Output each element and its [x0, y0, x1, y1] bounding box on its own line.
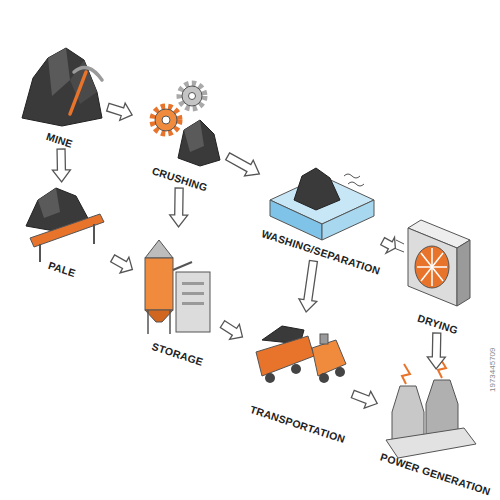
- tank-side: [322, 200, 374, 240]
- gear-body: [182, 86, 202, 106]
- flow-arrow: [107, 103, 132, 120]
- step-label: WASHING/SEPARATION: [260, 227, 382, 277]
- flow-arrow: [52, 149, 70, 182]
- silo-leg: [147, 310, 149, 334]
- locomotive: [312, 340, 346, 376]
- coal-pile: [22, 48, 102, 126]
- wheel: [265, 373, 275, 383]
- coal-lump: [178, 120, 220, 166]
- motion-line: [394, 248, 404, 252]
- gear-body: [155, 109, 177, 131]
- coal-wagon: [256, 336, 314, 376]
- coal-pile: [294, 168, 340, 210]
- coal-facet: [184, 120, 204, 152]
- conveyor-leg: [93, 224, 95, 244]
- wheel: [335, 367, 345, 377]
- flow-arrow: [220, 321, 242, 340]
- building-stripe: [182, 282, 204, 285]
- chute: [173, 262, 192, 270]
- silo-body: [145, 258, 173, 310]
- gear-teeth: [180, 84, 204, 108]
- process-step: WASHING/SEPARATION: [262, 158, 380, 258]
- plant-base: [386, 428, 476, 458]
- step-label: MINE: [45, 130, 74, 150]
- watermark-number: 1973445709: [488, 348, 497, 393]
- building-stripe: [182, 302, 204, 305]
- flow-arrow: [111, 255, 133, 273]
- wave-line: [348, 182, 364, 186]
- storage-building: [176, 272, 210, 332]
- flow-arrow: [299, 260, 317, 312]
- wheel: [291, 364, 301, 374]
- flow-arrow: [381, 237, 396, 253]
- wheel-spoke: [421, 253, 443, 281]
- coal-facet: [38, 188, 60, 218]
- conveyor-leg: [39, 244, 41, 262]
- process-step: PALE: [15, 185, 110, 275]
- process-step: POWER GENERATION: [380, 372, 490, 480]
- process-step: TRANSPORTATION: [245, 315, 350, 430]
- building-stripe: [182, 292, 204, 295]
- locomotive-cab: [320, 334, 328, 344]
- gear-teeth: [153, 107, 179, 133]
- motion-line: [396, 240, 404, 244]
- process-step: MINE: [15, 38, 105, 146]
- silo-roof: [145, 240, 173, 258]
- wave-line: [344, 174, 360, 178]
- wheel-spoke: [421, 253, 443, 281]
- flow-arrow: [427, 333, 445, 369]
- coal-facet: [48, 48, 70, 96]
- lightning-bolt: [402, 364, 410, 384]
- step-label: STORAGE: [150, 340, 204, 368]
- flow-arrow: [170, 188, 188, 227]
- step-label: PALE: [47, 259, 77, 279]
- gear-hub: [162, 116, 170, 124]
- flow-arrow: [226, 153, 260, 176]
- silo-leg: [169, 310, 171, 334]
- dryer-side: [457, 240, 470, 306]
- step-label: POWER GENERATION: [378, 451, 491, 498]
- silo-hopper: [145, 310, 173, 322]
- conveyor-belt: [30, 214, 104, 247]
- process-step: DRYING: [398, 212, 478, 330]
- flow-arrow: [351, 390, 377, 408]
- process-step: CRUSHING: [135, 75, 225, 185]
- lightning-bolt: [438, 358, 446, 378]
- dryer-front: [408, 228, 457, 306]
- dryer-wheel: [415, 246, 449, 288]
- pickaxe-handle: [70, 72, 86, 114]
- gear-hub: [189, 93, 196, 100]
- step-label: DRYING: [416, 312, 459, 336]
- wheel: [319, 373, 329, 383]
- pickaxe-head: [74, 68, 102, 81]
- step-label: CRUSHING: [151, 164, 209, 193]
- step-label: TRANSPORTATION: [248, 403, 346, 445]
- process-step: STORAGE: [135, 230, 220, 360]
